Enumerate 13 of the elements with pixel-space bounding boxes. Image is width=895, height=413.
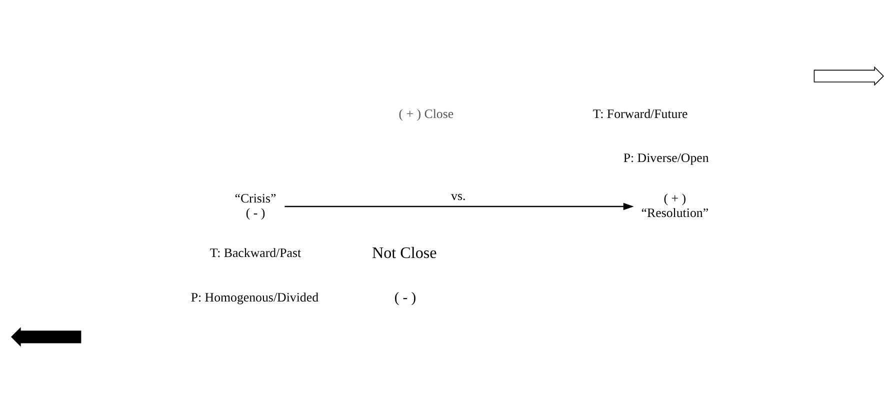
node-text: ( + ) “Resolution” [641, 191, 709, 220]
edge-label: vs. [451, 188, 466, 203]
node-arrow [814, 66, 884, 86]
node-text: “Crisis” ( - ) [234, 191, 276, 220]
label: T: Backward/Past [210, 246, 302, 260]
node-arrow [10, 327, 82, 347]
label: Not Close [372, 245, 437, 262]
label: T: Forward/Future [592, 106, 688, 121]
label: P: Homogenous/Divided [190, 290, 319, 304]
arrow [284, 202, 634, 210]
label: ( + ) Close [398, 106, 454, 121]
label: P: Diverse/Open [623, 151, 709, 166]
label: ( - ) [394, 290, 416, 306]
